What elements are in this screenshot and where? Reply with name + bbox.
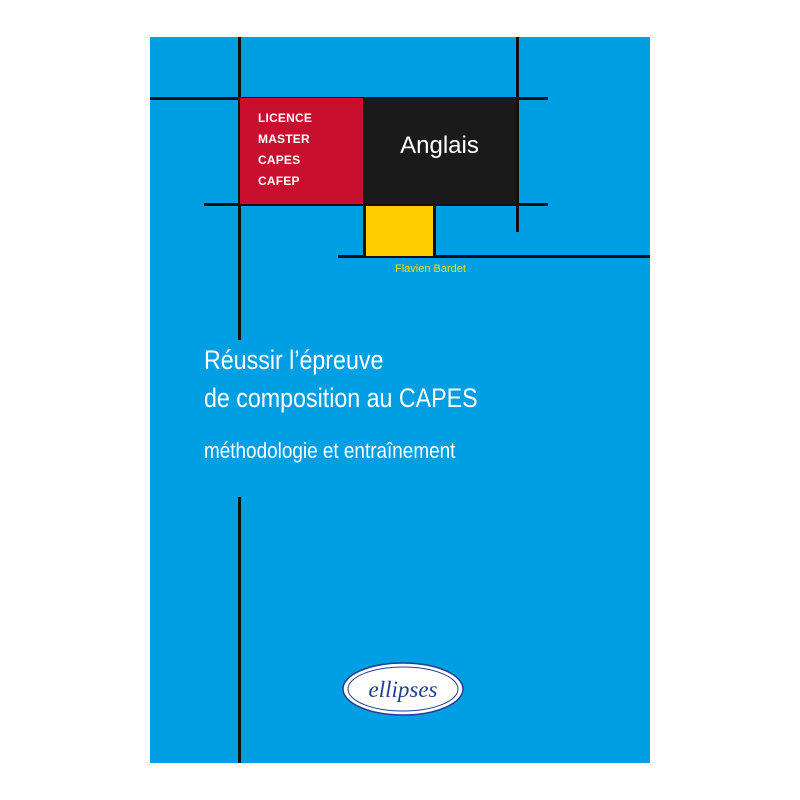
black-block (363, 98, 516, 204)
vertical-line-bottom (238, 497, 241, 763)
level-cafep: CAFEP (258, 174, 300, 188)
vertical-line-left (238, 37, 241, 340)
vertical-line-center (363, 205, 366, 255)
vertical-line-yellow-right (433, 205, 436, 255)
horizontal-line-middle (204, 203, 548, 206)
ellipses-publisher-logo: ellipses (342, 662, 464, 716)
degree-levels-list: LICENCE MASTER CAPES CAFEP (258, 108, 312, 192)
title-line-1: Réussir l’épreuve (204, 345, 384, 375)
book-cover: LICENCE MASTER CAPES CAFEP Anglais Flavi… (150, 37, 650, 763)
book-title: Réussir l’épreuve de composition au CAPE… (204, 341, 478, 417)
level-capes: CAPES (258, 153, 301, 167)
title-line-2: de composition au CAPES (204, 383, 478, 413)
red-block (240, 98, 363, 204)
vertical-line-right (516, 37, 519, 232)
yellow-block (366, 206, 433, 256)
horizontal-line-author (338, 255, 650, 258)
subject-label: Anglais (400, 132, 479, 159)
author-name: Flavien Bardet (395, 263, 466, 275)
book-subtitle: méthodologie et entraînement (204, 438, 456, 463)
publisher-name: ellipses (369, 677, 438, 702)
level-licence: LICENCE (258, 111, 313, 125)
level-master: MASTER (258, 132, 310, 146)
